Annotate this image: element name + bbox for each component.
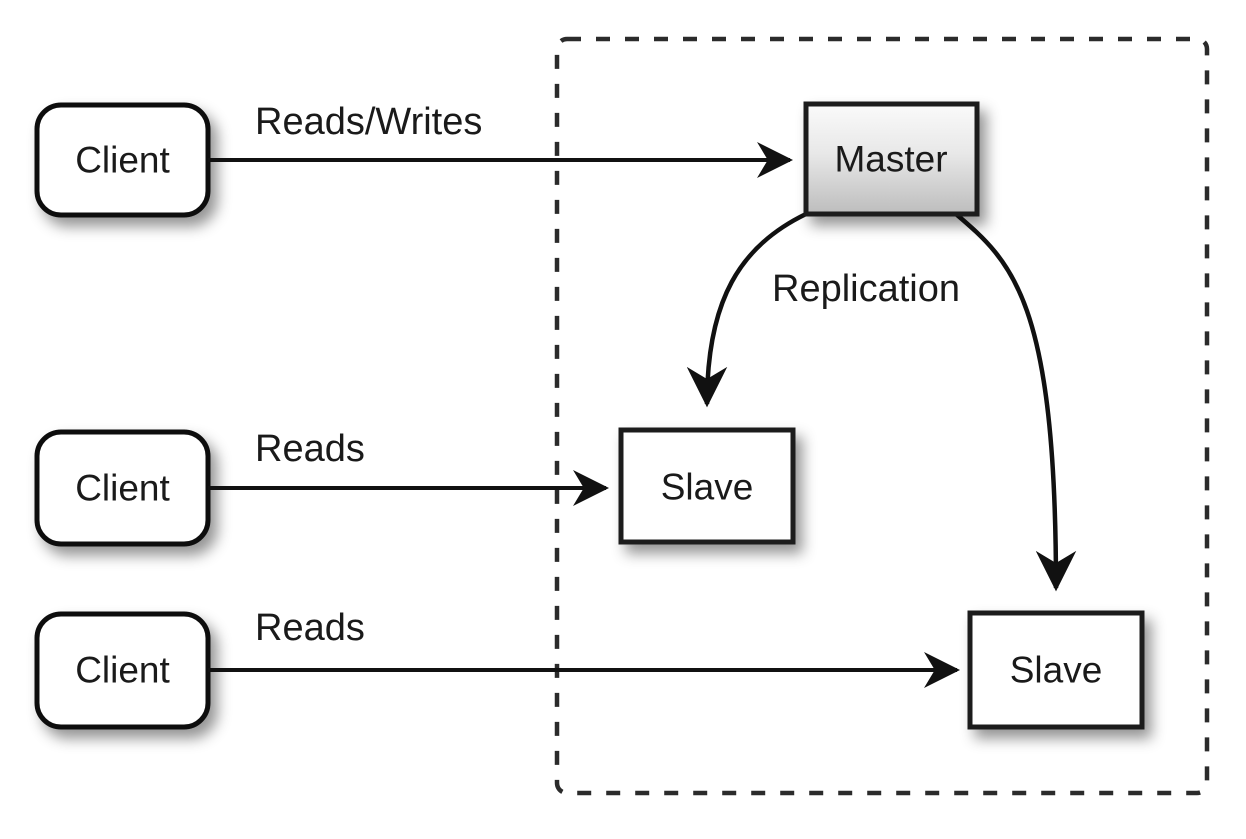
slave-2-shape	[967, 610, 1145, 730]
slave-1-label: Slave	[661, 467, 754, 508]
edge-master-to-slave2-replication	[954, 212, 1077, 592]
master-shape	[803, 101, 980, 217]
node-client-1[interactable]: Client	[34, 102, 211, 218]
node-master[interactable]: Master	[803, 101, 980, 217]
slave-1-shape	[618, 427, 796, 545]
node-slave-2[interactable]: Slave	[967, 610, 1145, 730]
database-cluster-boundary	[554, 36, 1210, 796]
edge-master-to-slave1-replication	[686, 211, 807, 408]
client-2-label: Client	[75, 468, 170, 509]
slave-2-label: Slave	[1010, 650, 1103, 691]
edge-label-reads-writes: Reads/Writes	[255, 101, 482, 143]
node-slave-1[interactable]: Slave	[618, 427, 796, 545]
edge-label-reads-1: Reads	[255, 428, 365, 470]
node-client-2[interactable]: Client	[34, 429, 211, 547]
client-1-label: Client	[75, 140, 170, 181]
master-label: Master	[834, 139, 947, 180]
client-3-label: Client	[75, 650, 170, 691]
edge-label-reads-2: Reads	[255, 607, 365, 649]
node-client-3[interactable]: Client	[34, 611, 211, 730]
edge-label-replication: Replication	[772, 268, 960, 310]
